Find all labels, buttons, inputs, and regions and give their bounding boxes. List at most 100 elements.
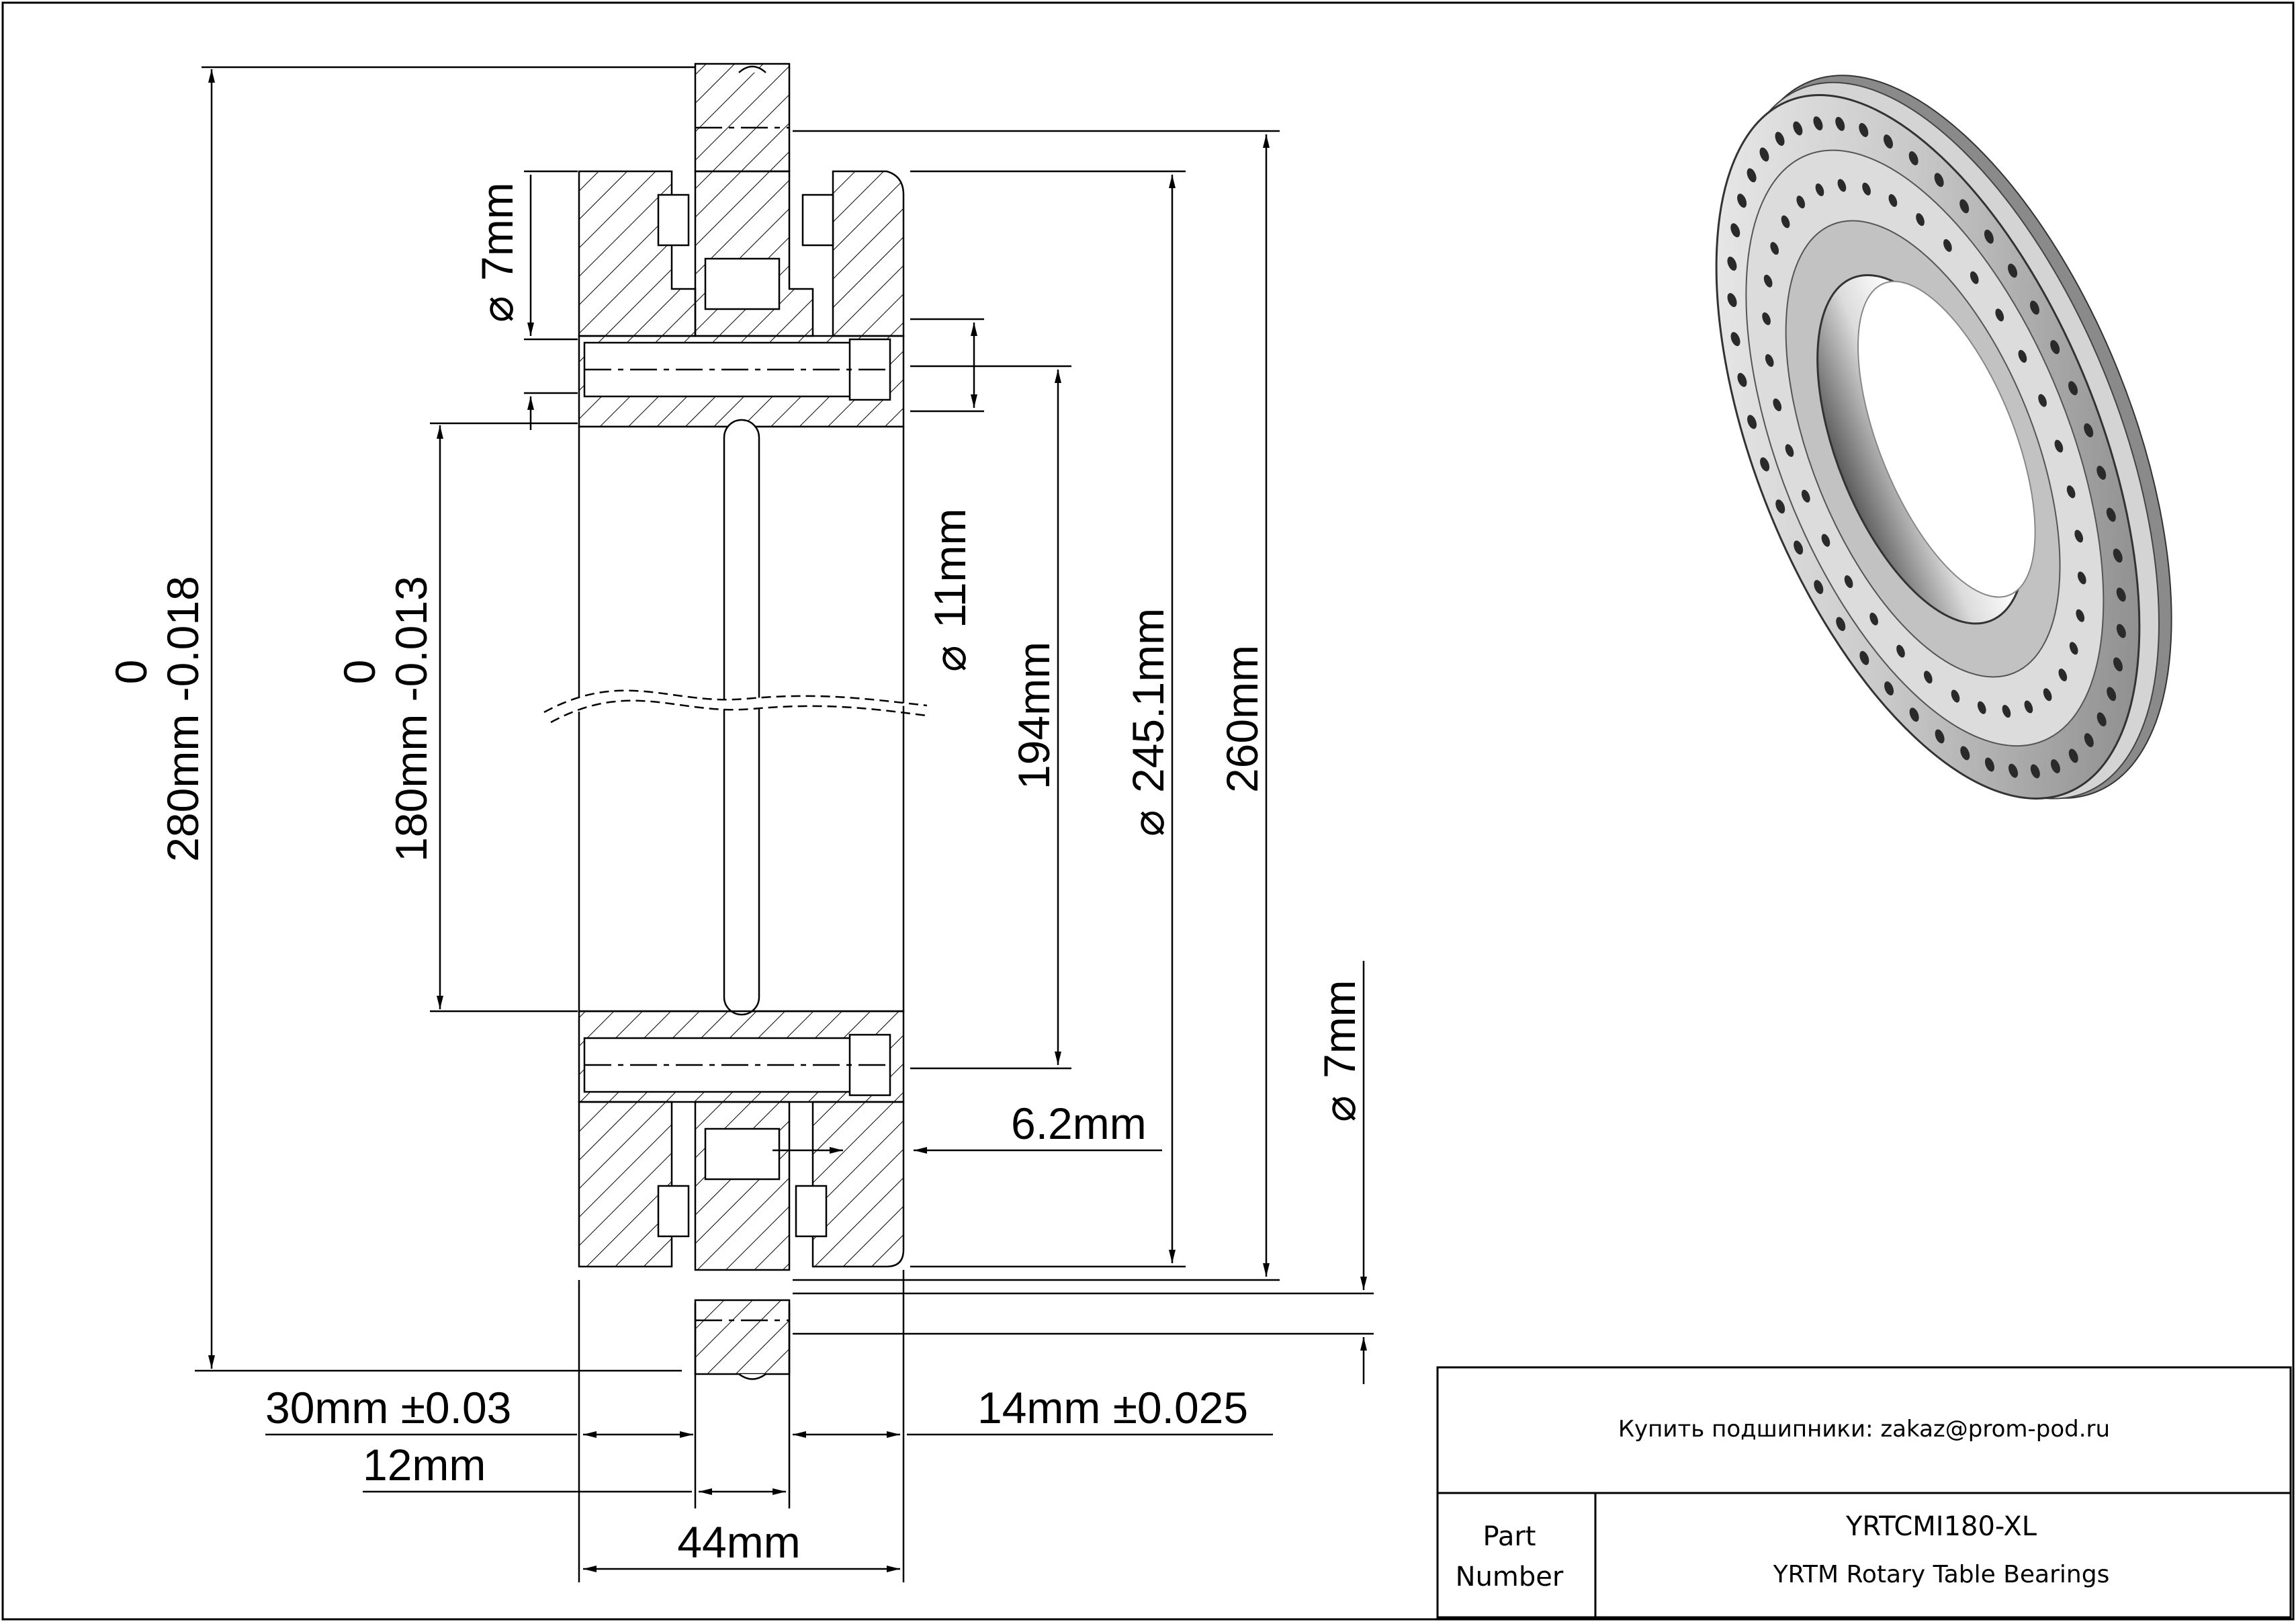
mounting-hole [1837,179,1847,192]
mounting-hole [1785,443,1794,457]
mounting-hole [1934,173,1944,187]
mounting-hole [1796,196,1806,209]
mounting-hole [2054,439,2064,453]
dimension-lines [195,66,1374,1582]
mounting-hole [1960,746,1970,761]
mounting-hole [2002,705,2011,718]
mounting-hole [2096,466,2107,480]
mounting-hole [2024,700,2033,714]
mounting-hole [1793,121,1803,136]
mounting-hole [1727,293,1737,308]
mounting-hole [1770,242,1779,255]
mounting-hole [2038,394,2047,407]
dim-outer-nominal: 0 [106,660,156,685]
mounting-hole [1794,540,1804,555]
top-flange-stub [694,62,791,173]
dim-offset: 6.2mm [1011,1099,1147,1148]
mounting-hole [1815,183,1824,196]
roller-top-right [801,194,834,247]
mounting-hole [1909,708,1919,722]
bearing-3d-render [1715,75,2172,800]
mounting-hole [1737,372,1747,387]
dim-width-right: 14mm ±0.025 [977,1383,1248,1433]
mounting-hole [1935,729,1945,744]
mounting-hole [1977,701,1986,714]
dim-outer-diameter: 280mm -0.018 [158,576,208,862]
roller-top-axial [704,257,781,310]
mounting-hole [1888,194,1898,207]
mounting-hole [1916,213,1925,226]
mounting-hole [1727,256,1737,271]
mounting-hole [2030,764,2040,779]
mounting-hole [2029,300,2039,315]
roller-top-left [657,194,690,247]
dim-hole-bottom-symbol: ⌀ [1315,1095,1364,1122]
mounting-hole [2113,657,2123,672]
dim-pitch-inner: 194mm [1009,642,1059,789]
mounting-hole [1730,223,1740,238]
mounting-hole [1763,274,1773,288]
dim-flange-diameter: 260mm [1217,645,1267,793]
mounting-hole [1814,580,1824,595]
mounting-hole [1762,312,1771,325]
title-part-label-1: Part [1483,1521,1536,1552]
mounting-hole [1775,499,1785,514]
mounting-hole [2068,381,2078,396]
mounting-hole [2096,712,2107,727]
mounting-hole [1747,168,1757,183]
mounting-hole [2113,548,2123,563]
mounting-hole [1970,271,1979,284]
mounting-hole [2107,687,2117,701]
mounting-hole [2008,263,2018,278]
mounting-hole [1984,229,1994,244]
mounting-hole [1775,132,1785,146]
mounting-hole [1781,215,1790,228]
dimension-text: 0 280mm -0.018 0 180mm -0.013 ⌀ 7mm ⌀ 11… [106,182,1364,1567]
dim-hole-bottom: 7mm [1315,980,1364,1078]
mounting-hole [1813,116,1823,131]
mounting-hole [2068,749,2078,763]
mounting-hole [1730,332,1740,347]
mounting-hole [1883,134,1893,149]
outer-ring-bottom-left [578,1101,673,1268]
mounting-hole [1836,617,1846,632]
title-part-label-2: Number [1456,1562,1564,1592]
mounting-hole [2069,642,2078,655]
roller-bottom-right [795,1185,828,1238]
mounting-hole [2043,688,2052,701]
dim-width-total: 44mm [677,1517,800,1567]
mounting-hole [1737,194,1747,208]
mounting-hole [2076,609,2085,622]
mounting-hole [2018,349,2027,363]
mounting-hole [1821,533,1830,547]
mounting-hole [1859,123,1869,137]
mounting-hole [2116,587,2126,602]
dim-bore-nominal: 0 [335,660,384,685]
outer-ring-bottom-right [811,1101,905,1268]
mounting-hole [2074,529,2084,543]
mounting-hole [2058,669,2068,681]
mounting-hole [2116,624,2126,638]
mounting-hole [1884,681,1894,696]
mounting-hole [2050,340,2060,354]
mounting-hole [1773,398,1782,412]
dim-bore: 180mm -0.013 [386,576,436,862]
mounting-hole [1923,671,1933,684]
dim-hole-mid: 11mm [925,509,975,628]
mounting-hole [1759,147,1769,162]
mounting-hole [2084,733,2094,748]
dim-pitch-outer-symbol: ⌀ [1123,810,1173,837]
dim-height-total: 30mm ±0.03 [265,1383,511,1433]
title-description: YRTM Rotary Table Bearings [1773,1561,2110,1588]
dim-height-ring: 12mm [363,1440,486,1490]
mounting-hole [2106,507,2116,522]
mounting-hole [1760,457,1770,472]
roller-bottom-left [657,1185,690,1238]
dim-pitch-outer: 245.1mm [1123,608,1173,793]
mounting-hole [2008,763,2019,778]
mounting-hole [1959,199,1970,214]
bottom-flange-stub [694,1299,791,1375]
mounting-hole [1844,575,1853,589]
mounting-hole [1995,308,2004,322]
